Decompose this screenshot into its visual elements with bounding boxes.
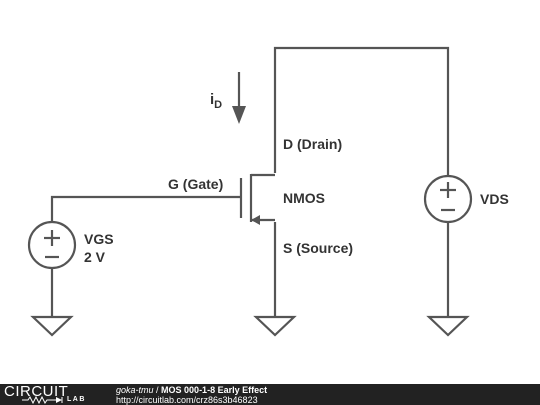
circuitlab-logo-lab: LAB — [67, 396, 86, 403]
nmos-transistor — [239, 173, 275, 225]
ground-vgs-icon — [30, 315, 74, 337]
ground-source-icon — [253, 315, 297, 337]
source-arrow-icon — [251, 215, 260, 225]
vgs-circle — [27, 220, 77, 270]
resistor-logo-icon — [22, 396, 63, 404]
circuit-title: MOS 000-1-8 Early Effect — [161, 385, 268, 395]
source-label: S (Source) — [283, 240, 353, 256]
current-label: iD — [210, 91, 222, 111]
wires — [50, 46, 450, 317]
vds-circle — [423, 174, 473, 224]
vgs-source — [27, 220, 77, 270]
vgs-name-label: VGS — [84, 231, 114, 247]
transistor-label: NMOS — [283, 190, 325, 206]
circuit-schematic: iD D (Drain) G (Gate) NMOS S (Source) VG… — [27, 46, 509, 337]
drain-label: D (Drain) — [283, 136, 342, 152]
footer-breadcrumb: goka-tmu / MOS 000-1-8 Early Effect — [116, 385, 267, 395]
circuit-url-link[interactable]: http://circuitlab.com/crz86s3b46823 — [116, 395, 258, 405]
gate-wire — [50, 195, 241, 222]
drain-to-vds-wire — [273, 46, 450, 176]
circuitlab-logo[interactable]: CIRCUIT — [4, 383, 69, 400]
vgs-value-label: 2 V — [84, 249, 106, 265]
vds-source — [423, 174, 473, 224]
current-arrow-head-icon — [232, 106, 246, 124]
ground-vds-icon — [426, 315, 470, 337]
current-arrow — [232, 72, 246, 124]
vds-name-label: VDS — [480, 191, 509, 207]
gate-label: G (Gate) — [168, 176, 223, 192]
footer-bar: CIRCUIT LAB goka-tmu / MOS 000-1-8 Early… — [0, 384, 540, 405]
breadcrumb-separator: / — [153, 385, 162, 395]
author-link[interactable]: goka-tmu — [116, 385, 154, 395]
